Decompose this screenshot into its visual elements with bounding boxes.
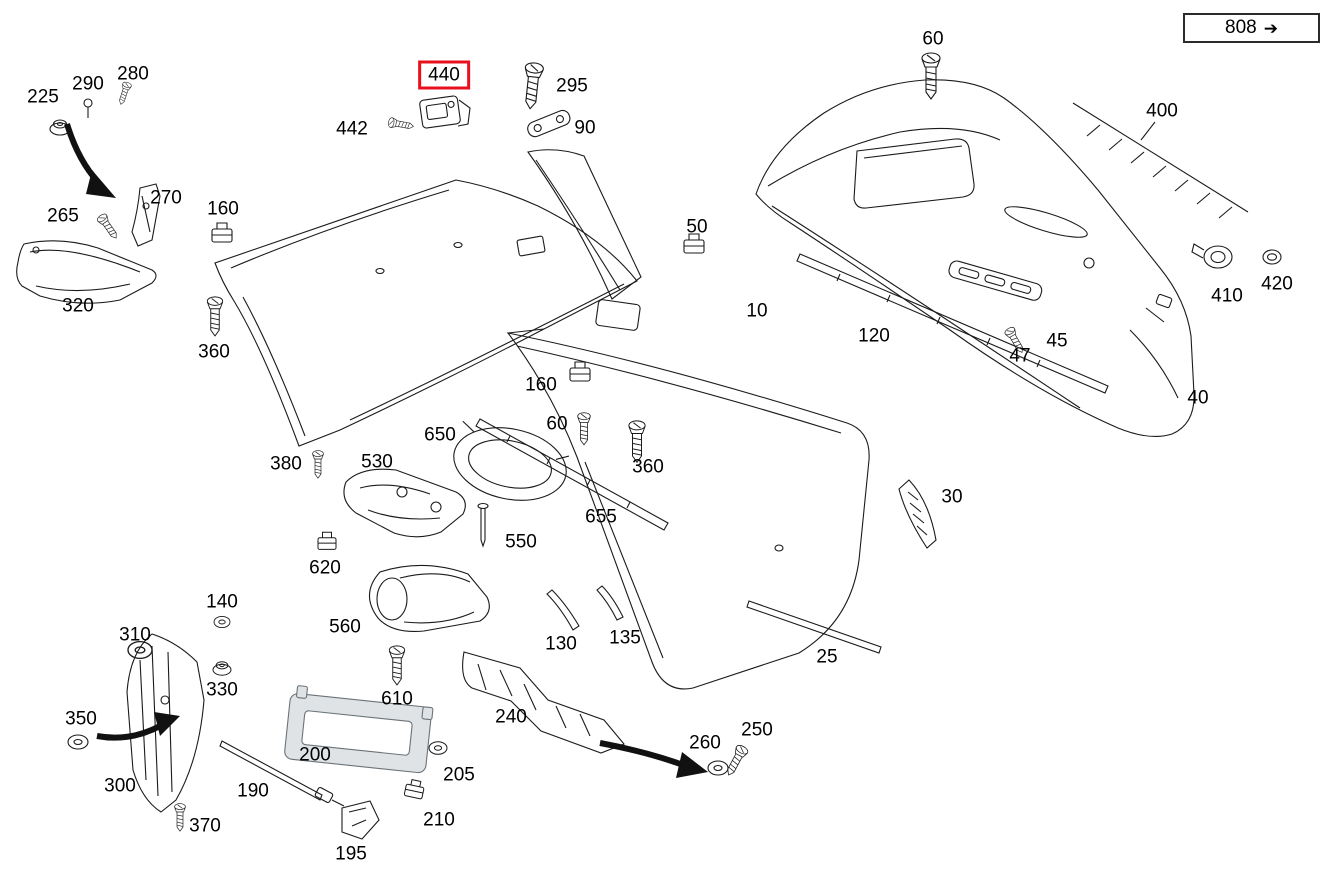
plate-90-drawing (527, 109, 571, 138)
part-label-40[interactable]: 40 (1187, 387, 1209, 409)
part-label-420[interactable]: 420 (1261, 273, 1293, 295)
arrow-225-icon (64, 123, 116, 198)
part-label-410[interactable]: 410 (1211, 285, 1243, 307)
nav-ref-box[interactable]: 808 ➔ (1183, 13, 1320, 43)
part-label-370[interactable]: 370 (189, 815, 221, 837)
part-label-45[interactable]: 45 (1046, 330, 1068, 352)
part-label-400[interactable]: 400 (1146, 100, 1178, 122)
part-label-320[interactable]: 320 (62, 295, 94, 317)
duct-560-drawing (368, 564, 490, 633)
camera-440-drawing (419, 95, 471, 129)
arrow-350-icon (96, 712, 180, 741)
part-label-60[interactable]: 60 (546, 413, 568, 435)
part-label-50[interactable]: 50 (686, 216, 708, 238)
nav-ref-arrow-icon: ➔ (1263, 18, 1278, 38)
part-label-30[interactable]: 30 (941, 486, 963, 508)
part-label-530[interactable]: 530 (361, 451, 393, 473)
arrow-260-icon (599, 740, 708, 778)
part-label-270[interactable]: 270 (150, 187, 182, 209)
part-label-120[interactable]: 120 (858, 325, 890, 347)
bracket-240-drawing (462, 651, 625, 754)
bumper-cover-drawing (214, 149, 870, 690)
part-label-60[interactable]: 60 (922, 28, 944, 50)
part-label-47[interactable]: 47 (1009, 345, 1031, 367)
part-label-440[interactable]: 440 (418, 60, 470, 90)
fin-30-drawing (898, 479, 937, 549)
part-label-350[interactable]: 350 (65, 708, 97, 730)
part-label-620[interactable]: 620 (309, 557, 341, 579)
retainer-195-drawing (341, 800, 380, 840)
part-label-205[interactable]: 205 (443, 764, 475, 786)
sensor-410-drawing (1191, 243, 1233, 269)
part-label-330[interactable]: 330 (206, 679, 238, 701)
part-label-550[interactable]: 550 (505, 531, 537, 553)
strip-25-drawing (746, 600, 882, 654)
part-label-130[interactable]: 130 (545, 633, 577, 655)
part-label-280[interactable]: 280 (117, 63, 149, 85)
strip-130-drawing (546, 589, 580, 631)
part-label-135[interactable]: 135 (609, 627, 641, 649)
pin-550-drawing (477, 502, 489, 548)
carrier-200-drawing (284, 685, 434, 774)
grille-650-drawing (453, 420, 570, 501)
part-label-160[interactable]: 160 (525, 374, 557, 396)
part-label-10[interactable]: 10 (746, 300, 768, 322)
part-label-380[interactable]: 380 (270, 453, 302, 475)
nav-ref-label: 808 (1225, 17, 1257, 38)
part-label-360[interactable]: 360 (198, 341, 230, 363)
bracket-45-drawing (948, 260, 1043, 301)
part-label-360[interactable]: 360 (632, 456, 664, 478)
part-label-290[interactable]: 290 (72, 73, 104, 95)
trim-strip-120-drawing (796, 253, 1109, 394)
part-label-300[interactable]: 300 (104, 775, 136, 797)
part-label-655[interactable]: 655 (585, 506, 617, 528)
strip-655-drawing (475, 418, 669, 531)
part-label-90[interactable]: 90 (574, 117, 596, 139)
part-label-25[interactable]: 25 (816, 646, 838, 668)
part-label-250[interactable]: 250 (741, 719, 773, 741)
part-label-195[interactable]: 195 (335, 843, 367, 865)
bracket-270-drawing (131, 183, 161, 247)
part-label-140[interactable]: 140 (206, 591, 238, 613)
part-label-310[interactable]: 310 (119, 624, 151, 646)
part-label-442[interactable]: 442 (336, 118, 368, 140)
part-label-610[interactable]: 610 (381, 688, 413, 710)
part-label-225[interactable]: 225 (27, 86, 59, 108)
part-label-160[interactable]: 160 (207, 198, 239, 220)
pin-290-drawing (83, 98, 93, 118)
part-label-650[interactable]: 650 (424, 424, 456, 446)
assembled-bumper-drawing (755, 79, 1195, 437)
ring-420-drawing (1262, 249, 1282, 265)
part-label-260[interactable]: 260 (689, 732, 721, 754)
part-label-265[interactable]: 265 (47, 205, 79, 227)
part-label-200[interactable]: 200 (299, 744, 331, 766)
part-label-295[interactable]: 295 (556, 75, 588, 97)
rod-190-drawing (219, 740, 345, 807)
part-label-190[interactable]: 190 (237, 780, 269, 802)
bracket-320-drawing (16, 240, 157, 304)
bracket-530-drawing (343, 468, 466, 538)
strip-135-drawing (596, 585, 624, 621)
moulding-400-drawing (1072, 102, 1249, 219)
part-label-240[interactable]: 240 (495, 706, 527, 728)
part-label-210[interactable]: 210 (423, 809, 455, 831)
part-label-560[interactable]: 560 (329, 616, 361, 638)
